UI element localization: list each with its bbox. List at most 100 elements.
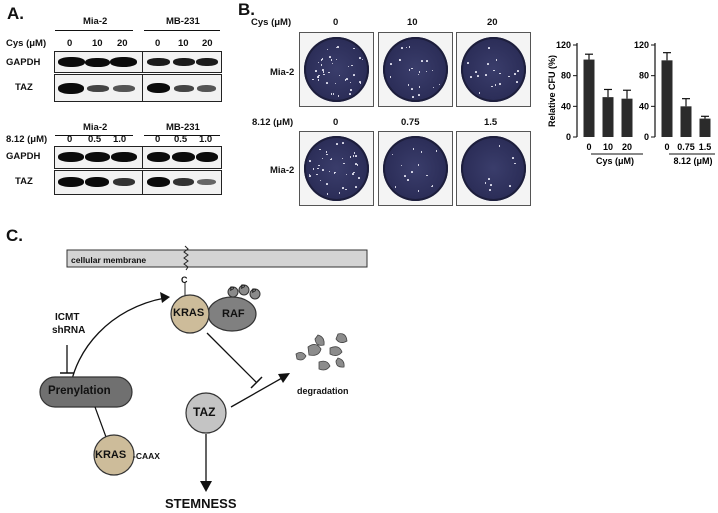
x-tick-label: 1.5 <box>699 142 712 152</box>
blot-bottom-dose: 0.5 <box>174 134 188 145</box>
phosphate-label: P <box>241 285 246 291</box>
blot-bottom-treatment-label: 8.12 (μM) <box>6 134 48 145</box>
blot-top-treatment-label: Cys (μM) <box>6 38 47 49</box>
x-tick-label: 0 <box>664 142 669 152</box>
colony-plate <box>299 32 374 107</box>
stemness-label: STEMNESS <box>165 496 237 511</box>
x-tick-label: 10 <box>603 142 613 152</box>
colony-plate <box>456 131 531 206</box>
plates-drug-dose: 0 <box>333 117 339 128</box>
plates-cys-dose: 20 <box>487 17 498 28</box>
blot-top-dose: 20 <box>202 38 213 49</box>
plates-drug-label: 8.12 (μM) <box>252 117 294 128</box>
kras-node <box>170 294 210 334</box>
cell-membrane <box>66 249 368 268</box>
blot-top-dose: 10 <box>178 38 189 49</box>
panel-label-b: B. <box>238 0 255 19</box>
degradation-fragments-icon <box>295 333 348 371</box>
blot-bottom-taz <box>54 170 222 195</box>
blot-bottom-cell-line-2: MB-231 <box>166 122 200 133</box>
x-tick-label: 0.75 <box>677 142 695 152</box>
prenylation-arrow <box>69 297 166 391</box>
caax-link <box>94 406 107 438</box>
blot-top-row-label-gapdh: GAPDH <box>6 57 41 68</box>
blot-top-dose: 0 <box>155 38 161 49</box>
blot-bottom-underline-2 <box>144 135 220 136</box>
membrane-label: cellular membrane <box>71 255 147 265</box>
bar <box>680 106 692 137</box>
arrowhead-icon <box>278 373 290 383</box>
blot-top-cell-line-1: Mia-2 <box>83 16 108 27</box>
panel-label-c: C. <box>6 226 23 245</box>
blot-top-underline-2 <box>144 30 220 31</box>
blot-bottom-cell-line-1: Mia-2 <box>83 122 108 133</box>
plates-row-label-top: Mia-2 <box>270 67 295 78</box>
kras-label: KRAS <box>173 307 205 319</box>
plates-cys-label: Cys (μM) <box>251 17 292 28</box>
colony-plate <box>299 131 374 206</box>
y-tick-label: 0 <box>644 132 649 142</box>
kras-caax-label: KRAS <box>95 449 127 461</box>
bar <box>621 98 633 137</box>
blot-top-row-label-taz: TAZ <box>15 82 33 93</box>
pathway-diagram <box>39 245 368 492</box>
panel-label-a: A. <box>7 4 24 23</box>
phosphate-icon <box>227 286 239 298</box>
y-tick-label: 80 <box>639 71 649 81</box>
kras-inhibit-line <box>206 332 257 383</box>
colony-plate <box>378 131 453 206</box>
x-tick-label: 20 <box>622 142 632 152</box>
kras-caax-node <box>93 434 135 476</box>
lipid-anchor <box>183 245 189 271</box>
c-anchor-label: C <box>181 275 188 285</box>
blot-top-cell-line-2: MB-231 <box>166 16 200 27</box>
degradation-label: degradation <box>297 386 349 396</box>
bar <box>583 59 595 137</box>
plates-drug-dose: 1.5 <box>484 117 498 128</box>
prenylation-node <box>39 376 133 408</box>
blot-top-dose: 10 <box>92 38 103 49</box>
blot-bottom-dose: 0 <box>67 134 73 145</box>
y-tick-label: 40 <box>639 101 649 111</box>
blot-bottom-dose: 1.0 <box>113 134 127 145</box>
raf-label: RAF <box>222 308 245 320</box>
plates-cys-dose: 10 <box>407 17 418 28</box>
x-tick-label: 0 <box>586 142 591 152</box>
blot-bottom-row-label-gapdh: GAPDH <box>6 151 41 162</box>
phosphate-icon <box>249 288 261 300</box>
phosphate-label: P <box>252 289 257 295</box>
y-tick-label: 40 <box>561 101 571 111</box>
blot-top-dose: 20 <box>117 38 128 49</box>
colony-plate <box>378 32 453 107</box>
arrowhead-icon <box>200 481 212 492</box>
bar <box>661 60 673 137</box>
plates-cys-dose: 0 <box>333 17 339 28</box>
prenylation-label: Prenylation <box>48 385 111 397</box>
plates-row-label-bottom: Mia-2 <box>270 165 295 176</box>
blot-bottom-dose: 1.0 <box>199 134 213 145</box>
y-axis-label: Relative CFU (%) <box>547 55 557 127</box>
blot-bottom-dose: 0.5 <box>88 134 102 145</box>
y-tick-label: 120 <box>556 40 571 50</box>
phosphate-icon <box>238 284 250 296</box>
plates-drug-dose: 0.75 <box>401 117 420 128</box>
blot-top-gapdh <box>54 51 222 73</box>
blot-top-underline-1 <box>55 30 133 31</box>
taz-node <box>185 392 227 434</box>
caax-label: -CAAX <box>133 451 160 461</box>
degradation-arrow <box>230 377 283 408</box>
x-axis-label: 8.12 (μM) <box>673 156 712 166</box>
blot-bottom-dose: 0 <box>155 134 161 145</box>
bar <box>602 97 614 137</box>
blot-top-taz <box>54 74 222 102</box>
taz-label: TAZ <box>193 405 216 419</box>
shrna-label: shRNA <box>52 325 86 336</box>
colony-plate <box>456 32 531 107</box>
icmt-label: ICMT <box>55 312 80 323</box>
arrowhead-icon <box>160 292 170 303</box>
y-tick-label: 0 <box>566 132 571 142</box>
y-tick-label: 120 <box>634 40 649 50</box>
bar <box>699 118 711 137</box>
y-tick-label: 80 <box>561 71 571 81</box>
